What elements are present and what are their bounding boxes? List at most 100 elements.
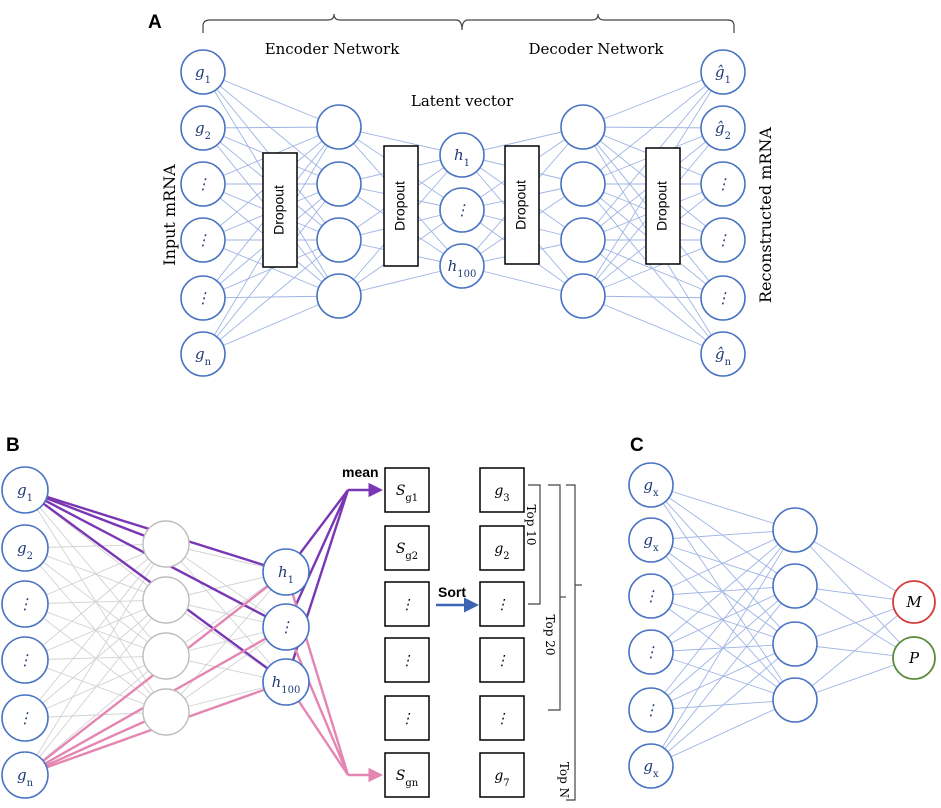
c-input-node: gx [628, 517, 674, 563]
b-edge-gray [165, 571, 287, 713]
dropout-box: Dropout [504, 145, 540, 265]
a-latent-node: h100 [439, 243, 485, 289]
a-input-node-label-subscript: 1 [205, 75, 211, 86]
a-latent-node-circle [439, 187, 485, 233]
a-latent-node-label: h100 [448, 257, 477, 280]
sort-label: Sort [438, 584, 466, 600]
a-output-node: ⋮ [700, 275, 746, 321]
b-input-node-circle [1, 636, 49, 684]
a-input-node: g2 [180, 105, 226, 151]
c-hidden-node [772, 507, 818, 553]
a-input-node-label-subscript: n [205, 357, 212, 368]
dropout-rect [504, 145, 540, 265]
a-input-node: g1 [180, 49, 226, 95]
a-input-node-label-base: g [195, 63, 205, 81]
b-latent-node-label-subscript: 100 [281, 685, 300, 696]
sorted-box-rect [479, 695, 525, 741]
a-edge [202, 239, 340, 355]
a-edge [202, 239, 340, 297]
b-edge-gray [24, 489, 167, 657]
c-edge [650, 699, 796, 767]
score-box-rect [384, 581, 430, 627]
a-input-node-circle [180, 161, 226, 207]
sorted-box-label-base: ⋮ [495, 597, 509, 613]
dropout-rect [262, 152, 298, 268]
c-input-node-label: gx [643, 757, 659, 780]
c-input-node-label-subscript: x [653, 769, 659, 780]
b-input-node-label-base: ⋮ [18, 595, 33, 613]
a-encoder-hidden-node [316, 273, 362, 319]
c-edge [650, 585, 796, 767]
c-input-node: gx [628, 462, 674, 508]
b-input-node-label-base: g [17, 481, 27, 499]
b-latent-node: h1 [262, 548, 310, 596]
a-latent-node-label: ⋮ [455, 201, 470, 219]
score-box-label: Sgn [396, 768, 419, 789]
score-box-label-base: ⋮ [400, 653, 414, 669]
a-output-node-label: ĝ2 [715, 119, 731, 142]
b-input-node-label: ⋮ [18, 651, 33, 669]
decoder-network-label: Decoder Network [529, 40, 665, 58]
b-latent-node-label-base: h [272, 673, 282, 691]
c-output-node-m: M [892, 580, 936, 624]
sorted-box-rect [479, 525, 525, 571]
sorted-box-label: g3 [494, 483, 509, 504]
c-input-node-label: gx [643, 476, 659, 499]
b-latent-node-label: h100 [272, 673, 301, 696]
b-edge-gray [24, 489, 167, 713]
dropout-label: Dropout [271, 185, 287, 235]
top10-label: Top 10 [524, 504, 538, 545]
score-box-label-subscript: gn [405, 778, 418, 789]
a-output-node: ĝ2 [700, 105, 746, 151]
a-decoder-hidden-node [560, 161, 606, 207]
encoder-network-label: Encoder Network [265, 40, 401, 58]
c-edge [650, 529, 796, 597]
b-edge-gray [24, 543, 167, 605]
c-input-node-label: ⋮ [644, 643, 659, 661]
c-hidden-node-circle [772, 677, 818, 723]
a-output-node-circle [700, 275, 746, 321]
b-input-node-circle [1, 580, 49, 628]
sorted-box-label-subscript: 3 [503, 493, 509, 504]
a-output-node-label: ⋮ [716, 175, 731, 193]
a-decoder-hidden-node [560, 104, 606, 150]
a-edge [582, 295, 724, 299]
a-output-node-label-subscript: 2 [725, 131, 731, 142]
c-hidden-node [772, 563, 818, 609]
b-input-node-label-base: g [17, 766, 27, 784]
dropout-label: Dropout [392, 181, 408, 231]
c-input-node-label-base: ⋮ [644, 587, 659, 605]
b-hidden-node [142, 632, 190, 680]
c-edge [794, 601, 915, 701]
a-output-node-label-base: ⋮ [716, 231, 731, 249]
a-output-node-circle [700, 49, 746, 95]
c-input-node: gx [628, 743, 674, 789]
b-mean-edge-pink [284, 626, 350, 776]
score-box-rect [384, 695, 430, 741]
score-box: ⋮ [384, 581, 430, 627]
b-edge-gray [24, 655, 167, 776]
b-latent-node-label: ⋮ [279, 618, 294, 636]
c-input-node-label: ⋮ [644, 587, 659, 605]
c-edge [650, 529, 796, 711]
topn-bracket [566, 484, 576, 801]
sorted-box-label-base: ⋮ [495, 711, 509, 727]
a-latent-node: h1 [439, 132, 485, 178]
b-latent-node-label-base: h [278, 563, 288, 581]
sorted-box-label: g7 [494, 768, 509, 789]
score-box: Sgn [384, 752, 430, 798]
panel-b-letter: B [6, 435, 20, 456]
a-input-node-label-base: g [195, 345, 205, 363]
b-latent-node-circle [262, 658, 310, 706]
c-input-node: ⋮ [628, 687, 674, 733]
a-latent-node-label-subscript: 1 [464, 158, 470, 169]
sorted-box-label-subscript: 7 [503, 778, 509, 789]
a-encoder-hidden-node [316, 217, 362, 263]
a-latent-node-label-base: h [448, 257, 458, 275]
c-input-node-circle [628, 517, 674, 563]
a-decoder-hidden-node [560, 217, 606, 263]
a-output-node-label-subscript: n [725, 357, 732, 368]
